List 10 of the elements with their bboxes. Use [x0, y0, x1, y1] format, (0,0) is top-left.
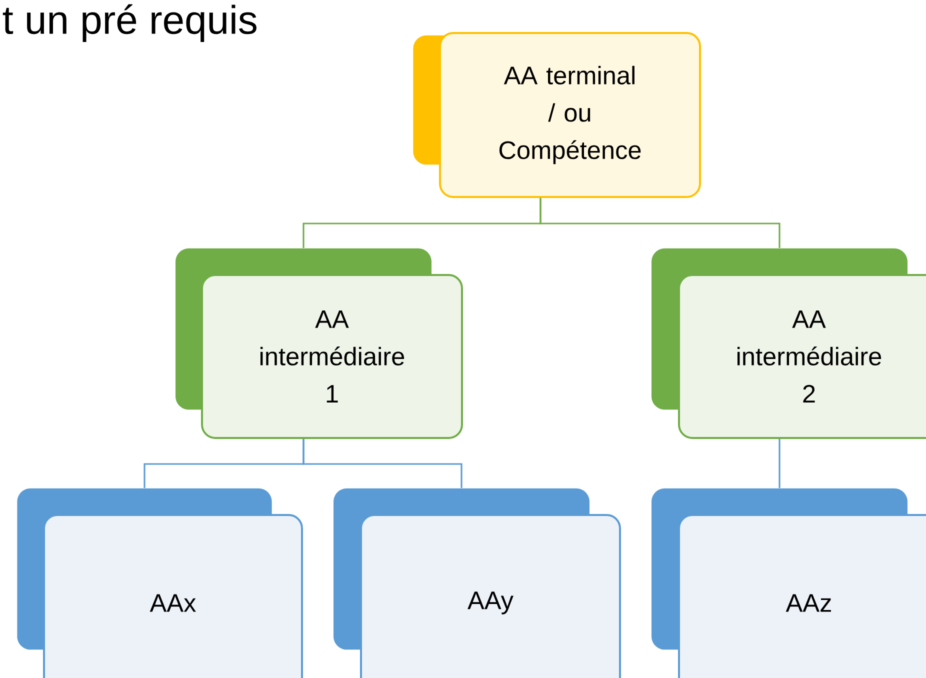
card-box: AAz [652, 488, 926, 678]
connector-line [540, 198, 780, 248]
card-box: AAx [17, 488, 303, 678]
card-box: AA terminal / ou Compétence [413, 32, 701, 198]
heading-text: t un pré requis [2, 4, 256, 42]
card-box: AA intermédiaire 2 [652, 248, 926, 439]
card-box: AAy [334, 488, 621, 678]
card-box: AA intermédiaire 1 [176, 248, 463, 439]
connector-line [778, 439, 780, 488]
connector-line [302, 439, 462, 488]
